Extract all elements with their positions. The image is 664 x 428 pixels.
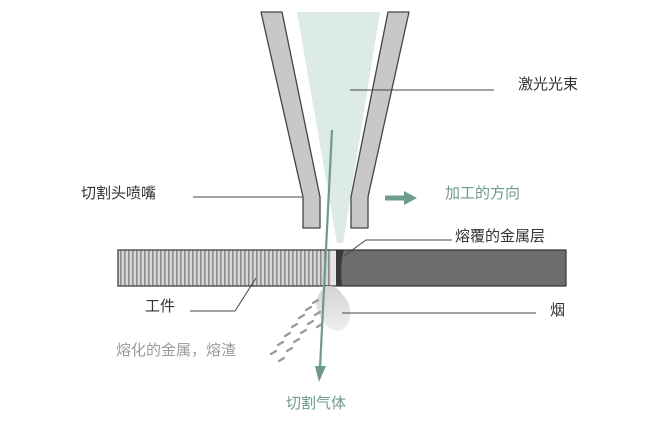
label-direction: 加工的方向: [445, 184, 520, 202]
leader-workpiece: [190, 277, 257, 312]
laser-beam-cone: [297, 12, 380, 243]
molten-metal-layer: [336, 250, 344, 286]
nozzle-left-wall: [260, 11, 321, 229]
label-molten-layer: 熔覆的金属层: [455, 227, 545, 245]
workpiece-cut-region: [118, 250, 332, 286]
cut-kerf: [331, 250, 336, 286]
cutting-gas-arrow-head: [315, 366, 326, 382]
leader-molten-layer: [343, 239, 452, 257]
label-smoke: 烟: [550, 301, 565, 319]
workpiece-solid-region: [336, 250, 566, 286]
cutting-gas-arrow-shaft: [318, 129, 334, 369]
label-cutting-gas: 切割气体: [286, 394, 346, 412]
smoke-cloud: [316, 286, 351, 331]
label-laser-beam: 激光光束: [518, 75, 578, 93]
label-nozzle: 切割头喷嘴: [81, 184, 156, 202]
workpiece-outline: [117, 249, 567, 287]
slag-droplets: [269, 298, 324, 363]
label-workpiece: 工件: [145, 297, 175, 315]
nozzle-right-wall: [350, 11, 410, 229]
label-molten-slag: 熔化的金属，熔渣: [116, 341, 236, 359]
direction-arrow-head: [404, 191, 417, 205]
